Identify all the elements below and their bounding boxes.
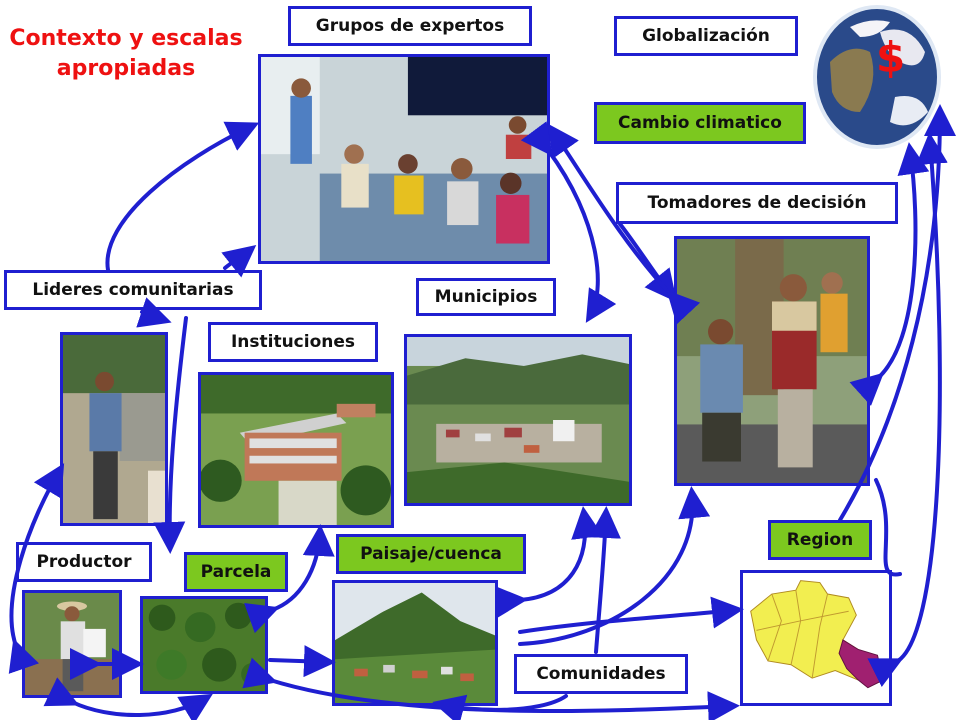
institutions-photo	[198, 372, 394, 528]
arrow-parcela-productor-bottom	[43, 677, 213, 720]
community-leader-photo	[60, 332, 168, 526]
arrow-map-globe	[867, 132, 948, 688]
municipality-photo	[404, 334, 632, 506]
arrow-landscape-municipios	[494, 506, 603, 618]
arrow-lideres-to-experts-2	[221, 245, 257, 278]
arrow-parcela-instituciones	[244, 524, 335, 634]
label-lideres-comunitarias: Lideres comunitarias	[4, 270, 262, 310]
label-grupos-de-expertos: Grupos de expertos	[288, 6, 532, 46]
arrow-tomadores-globe	[849, 142, 930, 406]
label-region: Region	[768, 520, 872, 560]
diagram-title: Contexto y escalas apropiadas	[9, 26, 243, 81]
arrow-experts-to-municipios	[520, 121, 617, 323]
label-instituciones: Instituciones	[208, 322, 378, 362]
arrow-tomadores-map	[874, 478, 902, 577]
arrow-comunidades-region	[518, 596, 744, 634]
arrow-region-globe	[838, 104, 956, 522]
arrow-parcela-landscape	[268, 645, 336, 678]
decision-makers-photo	[674, 236, 870, 486]
arrow-productor-to-leader	[8, 463, 65, 674]
experts-photo	[258, 54, 550, 264]
arrow-landscape-region-bottom	[242, 657, 740, 720]
dollar-symbol: $	[876, 33, 905, 82]
label-paisaje-cuenca: Paisaje/cuenca	[336, 534, 526, 574]
label-globalizacion: Globalización	[614, 16, 798, 56]
arrow-lideres-to-leader-photo	[136, 297, 172, 328]
arrow-comunidades-tomadores	[518, 486, 711, 646]
arrow-lideres-to-experts	[105, 121, 260, 272]
arrow-comunidades-landscape	[432, 694, 568, 720]
region-map	[740, 570, 892, 706]
globe-icon: $	[810, 2, 944, 152]
arrow-lideres-to-parcela	[153, 316, 188, 554]
arrow-comunidades-municipios	[588, 506, 621, 654]
